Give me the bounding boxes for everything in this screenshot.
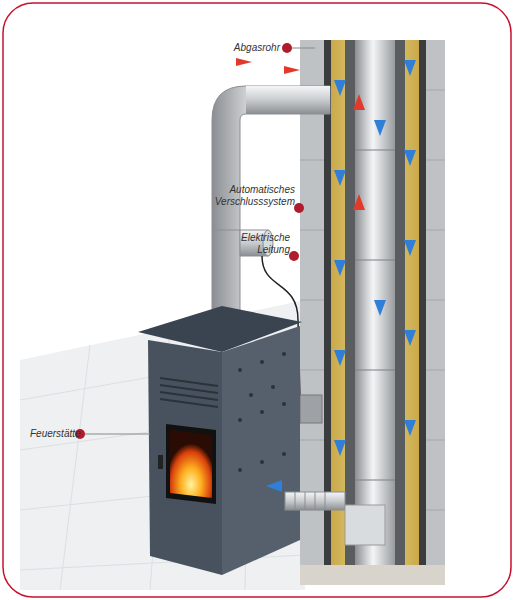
leader-lines [85, 48, 315, 434]
chimney-cavity [324, 40, 426, 570]
hole [282, 352, 286, 356]
floor [20, 300, 305, 590]
down-arrow [334, 80, 346, 96]
joint [355, 370, 395, 371]
hole [249, 393, 253, 397]
stove-window [166, 424, 216, 504]
rib [315, 492, 316, 510]
wall-socket [300, 395, 322, 423]
hole [282, 452, 286, 456]
tile-line [60, 345, 90, 590]
rib [305, 492, 306, 510]
up-arrow [353, 94, 365, 110]
stove-front [148, 340, 222, 575]
air-gap [345, 40, 405, 570]
door-handle [158, 455, 163, 469]
right-arrow [236, 58, 252, 66]
hole [238, 368, 242, 372]
intake-box [345, 505, 385, 545]
flue-pipe [355, 40, 395, 570]
leader-line [85, 434, 150, 435]
right-arrow [284, 66, 300, 74]
stove-side [222, 326, 300, 575]
insulation [331, 40, 419, 570]
frame [3, 3, 511, 597]
down-arrow [404, 420, 416, 436]
callout-dot [282, 43, 292, 53]
down-arrow [404, 240, 416, 256]
vent-slot [160, 392, 218, 400]
intake-arrow [266, 480, 282, 492]
vent-slot [160, 399, 218, 407]
down-arrow [404, 150, 416, 166]
air-intake-pipe [285, 492, 345, 510]
floor-tiles [20, 313, 305, 590]
up-arrow [353, 194, 365, 210]
gravel-base [300, 565, 445, 585]
joint [355, 480, 395, 481]
callout-dot [289, 251, 299, 261]
hole [238, 418, 242, 422]
down-arrow [334, 260, 346, 276]
vent-slot [160, 378, 218, 386]
vent-slot [160, 385, 218, 393]
down-arrow [334, 350, 346, 366]
side-perforation [238, 352, 286, 472]
hole [260, 460, 264, 464]
hole [271, 385, 275, 389]
callout-dot [294, 203, 304, 213]
pipe-joint [212, 230, 240, 231]
down-arrow [334, 170, 346, 186]
leader-line [292, 48, 315, 49]
corrugation [295, 492, 325, 510]
air-arrows [334, 60, 416, 456]
callout-dots [75, 43, 304, 439]
vent-grille [160, 378, 218, 407]
callout-label: Feuerstätte [30, 428, 110, 440]
callout-label: Elektrische Leitung [222, 232, 290, 256]
down-arrow [334, 440, 346, 456]
joint [355, 150, 395, 151]
down-arrow [374, 300, 386, 316]
fire [170, 430, 212, 498]
hole [260, 410, 264, 414]
hole [238, 468, 242, 472]
rib [325, 492, 326, 510]
rib [295, 492, 296, 510]
down-arrow [404, 330, 416, 346]
joint [355, 260, 395, 261]
hole [260, 360, 264, 364]
down-arrow [404, 60, 416, 76]
horizontal-pipe [246, 86, 330, 114]
down-arrow [374, 120, 386, 136]
hole [282, 402, 286, 406]
chimney-block [300, 40, 445, 570]
callout-label: Abgasrohr [180, 42, 280, 54]
callout-label: Automatisches Verschlusssystem [200, 184, 295, 208]
